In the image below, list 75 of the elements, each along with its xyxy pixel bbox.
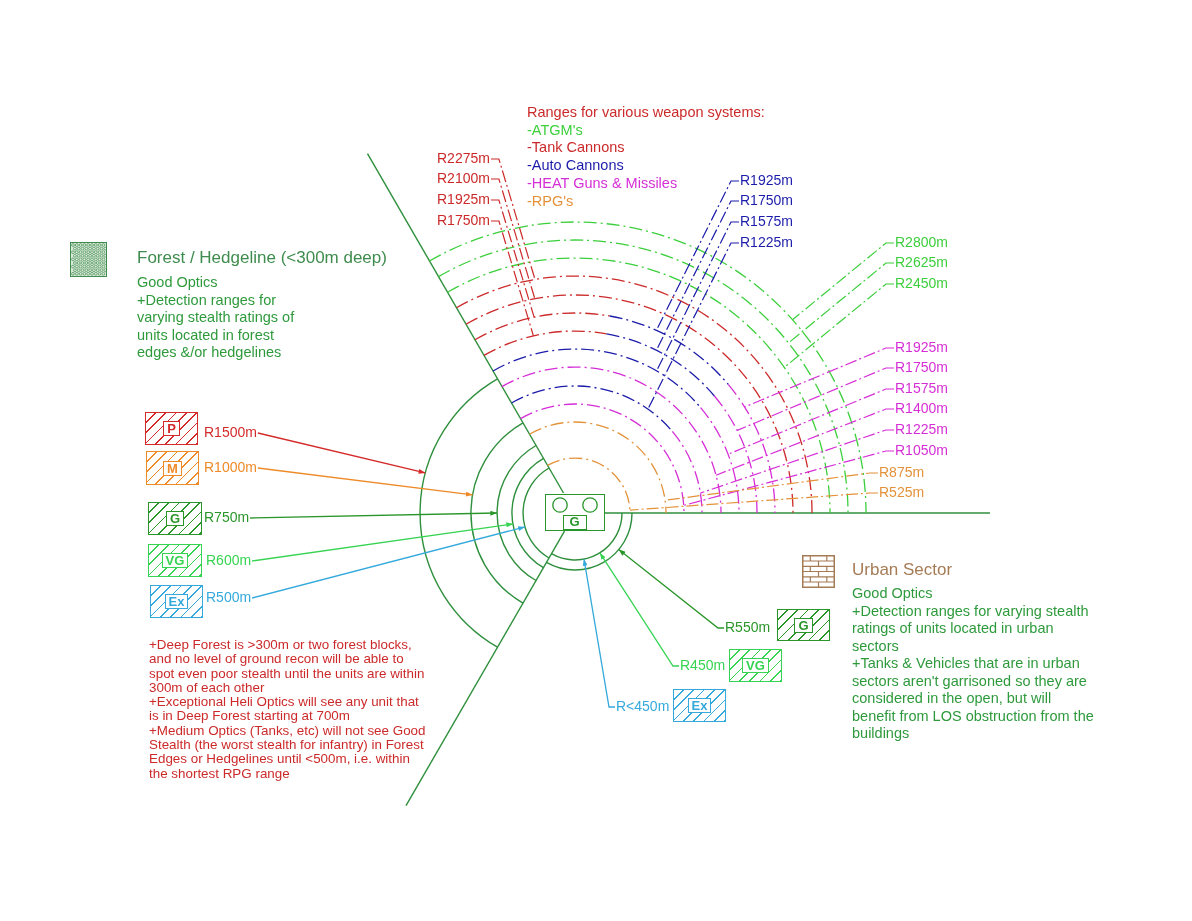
range-label: R1925m [437, 191, 490, 207]
range-label: R1925m [895, 339, 948, 355]
detection-arc [419, 378, 499, 648]
leader-line [582, 558, 616, 708]
range-label: R450m [680, 657, 726, 673]
range-label: R1750m [740, 192, 793, 208]
description-text: Good Optics [137, 274, 219, 292]
range-label: R2800m [895, 234, 948, 250]
range-label: R1400m [895, 400, 948, 416]
hatched-rating-box [777, 609, 830, 641]
description-text: +Detection ranges for varying stealth ratings of units located in forest edges &/or hedgelines [137, 291, 296, 362]
leader-line [599, 552, 680, 667]
range-label: R500m [206, 589, 252, 605]
hatched-rating-box [148, 544, 202, 577]
range-label: R1750m [895, 359, 948, 375]
range-label: R1225m [895, 421, 948, 437]
legend-entry: -Auto Cannons [527, 157, 624, 175]
hatched-rating-box [146, 451, 199, 485]
range-label: R1925m [740, 172, 793, 188]
legend-label: Forest / Hedgeline (<300m deep) [137, 248, 387, 268]
range-label: R1050m [895, 442, 948, 458]
range-label: R525m [879, 484, 925, 500]
leader-line [618, 548, 725, 629]
note-text: +Exceptional Heli Optics will see any unit that is in Deep Forest starting at 700m [149, 695, 420, 724]
range-label: R1225m [740, 234, 793, 250]
unit-symbol [545, 494, 605, 531]
hatched-rating-box [673, 689, 726, 722]
rating-code: G [165, 511, 185, 526]
range-label: R2275m [437, 150, 490, 166]
range-label: R600m [206, 552, 252, 568]
range-label: R1000m [204, 459, 257, 475]
note-text: +Medium Optics (Tanks, etc) will not see Good Stealth (the worst stealth for infantry) in Forest Edges or Hedgelines until <500m, i.e. within the shortest RPG range [149, 723, 426, 781]
hatched-rating-box [150, 585, 203, 618]
rating-code: G [562, 514, 587, 530]
range-label: R2450m [895, 275, 948, 291]
range-label: R875m [879, 464, 925, 480]
range-label: R750m [204, 509, 250, 525]
detection-arc [496, 444, 537, 582]
legend-entry: -RPG's [527, 192, 574, 211]
rating-code: G [794, 617, 813, 633]
description-text: +Detection ranges for varying stealth ratings of units located in urban sectors [852, 602, 1090, 655]
legend-title: Ranges for various weapon systems: [527, 104, 765, 122]
range-label: R2100m [437, 170, 490, 186]
leader-line [257, 467, 474, 497]
rating-code: VG [161, 553, 189, 568]
range-label: R1750m [437, 212, 490, 228]
detection-arc [511, 457, 545, 569]
range-label: R<450m [616, 698, 670, 714]
leader-line [251, 526, 526, 599]
note-text: +Deep Forest is >300m or two forest blocks, and no level of ground recon will be able to spot even poor stealth until the units are within 300m of each other [149, 638, 426, 696]
range-label: R1575m [740, 213, 793, 229]
rating-code: Ex [687, 698, 712, 713]
leader-line [251, 522, 514, 562]
hatched-rating-box [148, 502, 202, 535]
rating-code: P [163, 421, 180, 436]
range-label: R1500m [204, 424, 257, 440]
range-label: R550m [725, 619, 771, 635]
legend-entry: -HEAT Guns & Missiles [527, 174, 678, 193]
range-label: R1575m [895, 380, 948, 396]
detection-arc [522, 467, 550, 559]
legend-entry: -ATGM's [527, 121, 583, 140]
rating-code: VG [742, 658, 769, 673]
hatched-rating-box [145, 412, 198, 445]
hatched-rating-box [729, 649, 782, 682]
rating-code: M [163, 460, 182, 476]
rating-code: Ex [164, 594, 189, 609]
leader-line [257, 432, 426, 474]
leader-line [249, 510, 498, 519]
legend-label: Urban Sector [852, 560, 953, 580]
description-text: Good Optics [852, 585, 934, 603]
legend-entry: -Tank Cannons [527, 139, 625, 158]
detection-arc [470, 422, 524, 604]
range-label: R2625m [895, 254, 948, 270]
detection-arc [545, 512, 633, 571]
description-text: +Tanks & Vehicles that are in urban sectors aren't garrisoned so they are considered in the open, but will benefit from LOS obstruction from the buildings [852, 655, 1094, 743]
